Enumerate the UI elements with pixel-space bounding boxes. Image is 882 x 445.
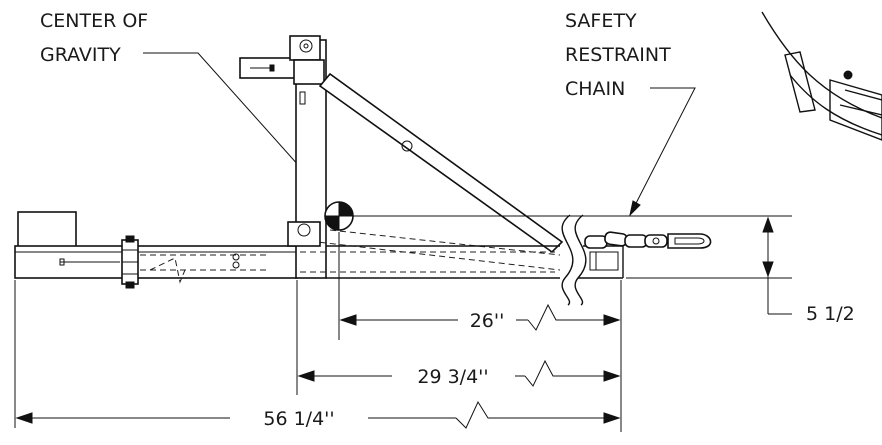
diagonal-brace bbox=[318, 72, 564, 254]
center-of-gravity-label: CENTER OF GRAVITY bbox=[40, 10, 148, 66]
dimension-56-1-4-value: 56 1/4'' bbox=[263, 408, 334, 430]
outer-boom-tube bbox=[14, 245, 298, 279]
cog-label-line-1: CENTER OF bbox=[40, 10, 148, 32]
center-of-gravity-symbol bbox=[324, 201, 354, 231]
dimension-56-1-4: 56 1/4'' bbox=[15, 400, 621, 430]
height-dimension-value: 5 1/2 bbox=[806, 303, 855, 325]
dimension-29-3-4: 29 3/4'' bbox=[297, 359, 621, 388]
end-block bbox=[17, 211, 77, 251]
chain-leader-line bbox=[629, 87, 696, 217]
dimension-26: 26'' bbox=[339, 303, 621, 332]
height-dimension: 5 1/2 bbox=[340, 215, 855, 325]
dimension-29-3-4-value: 29 3/4'' bbox=[417, 366, 488, 388]
chain-label-line-2: RESTRAINT bbox=[565, 44, 671, 66]
chain-label-line-3: CHAIN bbox=[565, 78, 625, 100]
dimension-26-value: 26'' bbox=[470, 310, 505, 332]
safety-restraint-chain-label: SAFETY RESTRAINT CHAIN bbox=[565, 10, 671, 100]
partial-hook-view bbox=[761, 11, 882, 141]
safety-chain bbox=[584, 231, 712, 249]
lower-clevis bbox=[287, 221, 321, 247]
chain-label-line-1: SAFETY bbox=[565, 10, 637, 32]
lift-frame bbox=[14, 35, 624, 306]
cog-label-line-2: GRAVITY bbox=[40, 44, 121, 66]
